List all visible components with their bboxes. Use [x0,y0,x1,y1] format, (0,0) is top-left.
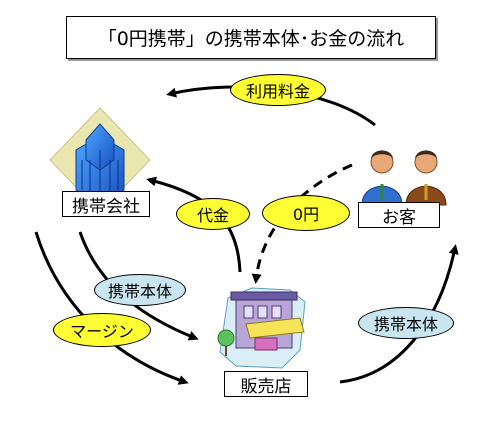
diagram-title: 「0円携帯」の携帯本体･お金の流れ [66,16,436,59]
label-handset-to-shop: 携帯本体 [94,274,186,306]
company-label: 携帯会社 [62,191,150,217]
label-zero-yen: 0円 [262,195,350,231]
label-payment: 代金 [176,198,250,230]
label-usage-fee: 利用料金 [230,74,326,106]
customer-icon [361,150,447,206]
arrow-handset-to-customer [339,244,459,384]
customer-label: お客 [358,202,440,228]
shop-label: 販売店 [224,371,308,397]
label-margin: マージン [53,313,151,347]
company-building-icon [49,107,151,213]
label-handset-to-customer: 携帯本体 [358,307,454,339]
shop-icon [217,287,306,369]
arrow-margin [34,231,189,385]
